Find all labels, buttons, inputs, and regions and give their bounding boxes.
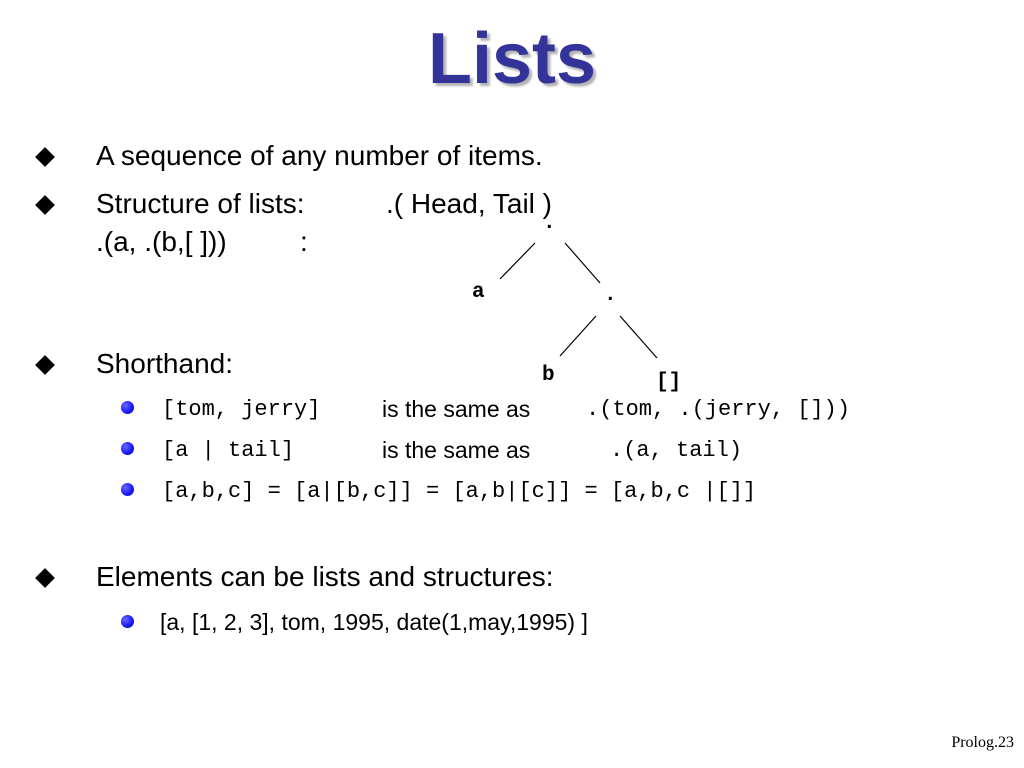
tree-root-node: . bbox=[543, 212, 556, 235]
bullet-elements: Elements can be lists and structures: bbox=[96, 561, 554, 592]
bullet-shorthand: Shorthand: bbox=[96, 348, 233, 379]
shorthand-3-code: [a,b,c] = [a|[b,c]] = [a,b|[c]] = [a,b,c… bbox=[162, 479, 757, 504]
tree-edge-root-left bbox=[499, 242, 536, 280]
sub-bullet-dot-icon bbox=[121, 401, 134, 414]
sub-bullet-dot-icon bbox=[121, 615, 134, 628]
shorthand-1-result: .(tom, .(jerry, [])) bbox=[586, 397, 851, 422]
tree-leaf-empty-list: [] bbox=[656, 371, 682, 394]
shorthand-1-code: [tom, jerry] bbox=[162, 397, 321, 422]
sub-bullet-dot-icon bbox=[121, 483, 134, 496]
tree-inner-node: . bbox=[604, 284, 617, 307]
tree-edge-inner-left bbox=[559, 315, 597, 357]
shorthand-2-code: [a | tail] bbox=[162, 438, 295, 463]
structure-example-colon: : bbox=[300, 226, 308, 257]
bullet-structure-form: .( Head, Tail ) bbox=[386, 188, 552, 219]
bullet-sequence: A sequence of any number of items. bbox=[96, 140, 543, 171]
tree-leaf-a: a bbox=[472, 281, 485, 304]
shorthand-1-text: is the same as bbox=[382, 396, 531, 422]
bullet-structure-label: Structure of lists: bbox=[96, 188, 305, 219]
tree-edge-root-right bbox=[564, 242, 601, 284]
slide-number: Prolog.23 bbox=[951, 734, 1014, 751]
elements-example: [a, [1, 2, 3], tom, 1995, date(1,may,199… bbox=[160, 609, 588, 635]
tree-edge-inner-right bbox=[619, 315, 658, 359]
shorthand-2-text: is the same as bbox=[382, 437, 531, 463]
tree-leaf-b: b bbox=[542, 364, 555, 387]
structure-example: .(a, .(b,[ ])) bbox=[96, 226, 227, 257]
shorthand-2-result: .(a, tail) bbox=[610, 438, 743, 463]
sub-bullet-dot-icon bbox=[121, 442, 134, 455]
slide-title: Lists bbox=[427, 19, 597, 99]
